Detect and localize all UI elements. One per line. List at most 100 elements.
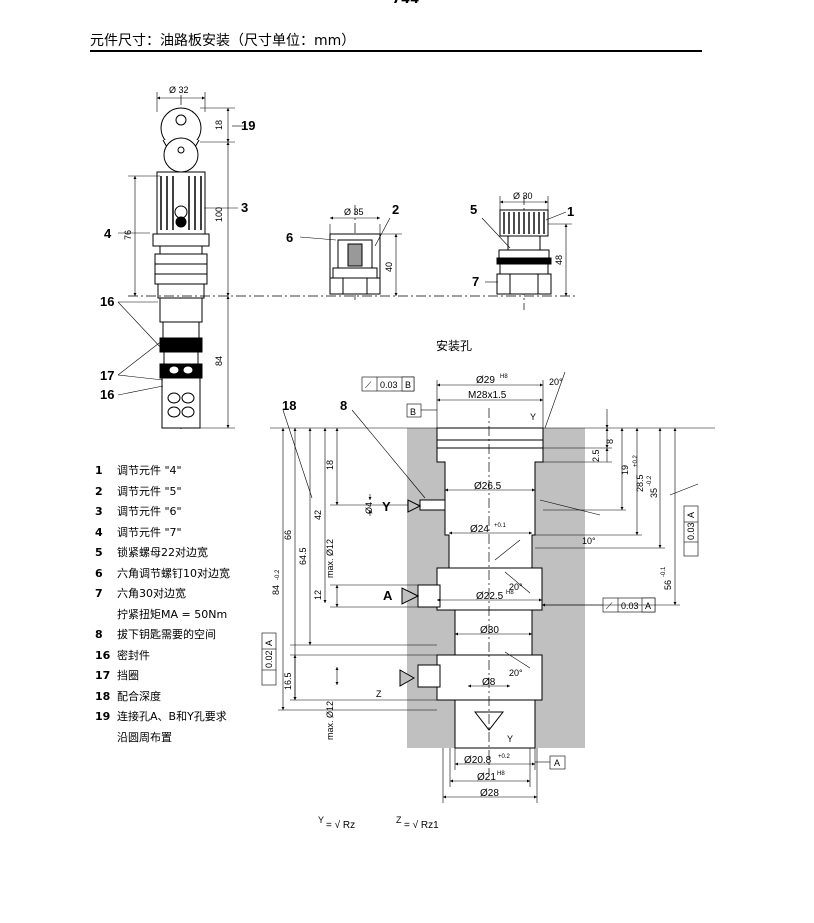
dim-d28: Ø28 [480,788,499,799]
callout-5: 5 [470,202,477,217]
dim-56: 56 [663,580,673,590]
dim-40: 40 [384,262,394,272]
callout-8: 19 [241,118,255,133]
dim-35: 35 [649,488,659,498]
dim-84: 84 [214,356,224,366]
port-arrows [399,499,422,687]
dim-l645: 64.5 [298,547,308,565]
dim-l165: 16.5 [283,672,293,690]
dim-d21-fit: H8 [497,771,505,777]
dim-76: 76 [123,230,133,240]
callout-16a: 16 [100,294,114,309]
flatness-a1-icon: ⟋ [606,601,613,611]
angle-20a: 20° [549,377,563,387]
callout-17: 17 [100,368,114,383]
callout-19: 8 [340,398,347,413]
angle-20c: 20° [509,668,523,678]
dim-d20-tol: +0.2 [498,754,511,760]
dim-max12a: max. Ø12 [325,539,335,578]
dim-100: 100 [214,207,224,222]
valve-with-key-view [117,92,575,430]
tol-a4-value: 0.02 [264,650,274,668]
callout-6: 6 [286,230,293,245]
mounting-cavity-section [270,408,715,775]
dim-d20: Ø20.8 [464,755,492,766]
finish-symbol-z: Z [376,689,382,699]
dim-d30: Ø 30 [513,191,533,201]
dim-19: 19 [620,465,630,475]
dim-l12: 12 [313,590,323,600]
dim-2-5: 2.5 [591,449,601,462]
port-a-label: A [383,588,393,603]
tol-a3-datum: A [686,512,696,518]
dim-48: 48 [554,255,564,265]
dim-d21: Ø21 [477,772,496,783]
formula-z: = √ Rz1 [404,819,439,831]
dim-d22: Ø22.5 [476,591,504,602]
dim-28-5-tol: +0.2 [633,454,639,467]
dim-l66: 66 [283,530,293,540]
port-y-label: Y [382,499,391,514]
tol-a3-value: 0.03 [686,522,696,540]
callout-2: 2 [392,202,399,217]
callout-4: 4 [104,226,112,241]
dim-d8: Ø8 [482,677,496,688]
flatness-b-icon: ⟋ [365,380,372,390]
cavity-title: 安装孔 [436,338,472,353]
dim-8: 8 [605,439,615,444]
dim-max12b: max. Ø12 [325,701,335,740]
formula-y: = √ Rz [326,819,355,831]
callout-7: 7 [472,274,479,289]
formula-y-symbol: Y [318,815,324,825]
formula-z-symbol: Z [396,815,402,825]
callout-3: 3 [241,200,248,215]
angle-20b: 20° [509,582,523,592]
dim-l18: 18 [325,460,335,470]
dim-35-tol: -0.2 [647,475,653,486]
dim-d24-tol: +0.1 [494,523,507,529]
callout-18: 18 [282,398,296,413]
tol-a4-datum: A [264,640,274,646]
drawing-labels: 19 3 4 16 17 16 6 2 5 1 7 18 8 Ø 32 Ø 35… [100,85,696,831]
datum-a2-label: A [554,758,560,768]
dim-l4: Ø4 [364,502,374,514]
dim-d29: Ø29 [476,375,495,386]
adjustment-cap-view [299,205,402,300]
dim-18: 18 [214,120,224,130]
tol-a1-value: 0.03 [621,601,639,611]
dim-d22-fit: H8 [506,590,514,596]
finish-symbol-y1: Y [507,734,513,744]
dim-d29-fit: H8 [500,374,508,380]
angle-10: 10° [582,536,596,546]
callout-16b: 16 [100,387,114,402]
dim-d30c: Ø30 [480,625,499,636]
dim-d26: Ø26.5 [474,481,502,492]
page-number: 744 [392,0,419,7]
dim-d32: Ø 32 [169,85,189,95]
tol-b-value: 0.03 [380,380,398,390]
dim-d35: Ø 35 [344,207,364,217]
adjustment-knob-view [481,195,572,310]
dim-28-5: 28.5 [635,474,645,492]
callout-1: 1 [567,204,574,219]
header-rule [90,50,702,52]
dim-l42: 42 [313,510,323,520]
cavity-dimensions [261,371,699,803]
dim-l84: 84 [271,585,281,595]
datum-b-label: B [410,407,416,417]
dim-l84-tol: -0.2 [275,569,281,580]
